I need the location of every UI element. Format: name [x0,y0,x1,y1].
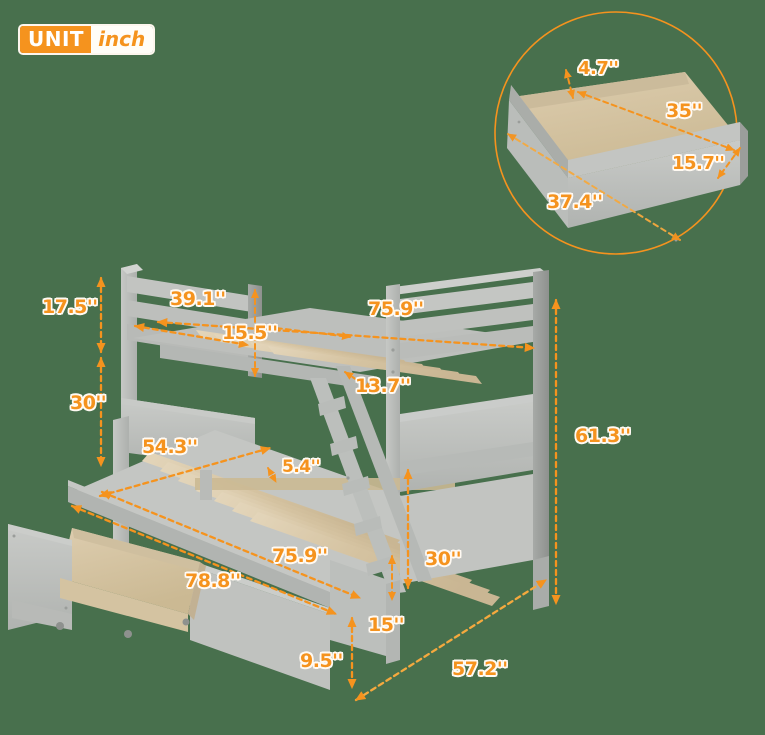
dimension-label-lower-bunk-length: 75.9'' [272,545,328,567]
dimline-slat-5_4 [267,467,277,483]
dimline-upper-13_7 [344,371,373,391]
logo-inch-text: inch [91,26,154,53]
dimline-drawer-outer [507,133,681,241]
dimension-label-depth: 4.7'' [578,58,619,79]
dimension-label-lower-bunk-width: 54.3'' [142,436,198,458]
dimension-label-width: 15.7'' [672,153,725,174]
dimension-label-overall-height: 61.3'' [575,425,631,447]
dimension-label-drawer-clearance: 9.5'' [300,650,343,672]
dimension-label-length: 35'' [666,100,703,122]
dimension-label-overall-length: 78.8'' [185,570,241,592]
dimension-label-upper-bunk-length: 75.9'' [368,298,424,320]
dimension-label-under-bed-clearance: 15'' [368,614,405,636]
dimension-label-upper-slat-span: 15.5'' [222,322,278,344]
dimline-upper-length [156,318,536,352]
dimline-lower-width [98,446,272,498]
logo-unit-text: UNIT [20,26,92,53]
dimension-label-slat-spacing: 5.4'' [282,457,321,477]
dimline-drawer-width [717,147,741,179]
dimline-overall-length [70,504,338,616]
dimension-label-upper-bunk-clearance: 30'' [70,392,107,414]
dimline-drawer-depth [564,69,575,99]
dimension-label-upper-bunk-width: 39.1'' [170,288,226,310]
dimension-label-guardrail-height: 17.5'' [42,296,98,318]
dimension-label-overall-width: 57.2'' [452,658,508,680]
dimension-label-upper-overhang: 13.7'' [355,375,411,397]
unit-inch-logo: UNIT inch [20,26,154,53]
dimension-label-footboard-height: 30'' [425,548,462,570]
dimension-label-outer: 37.4'' [547,191,603,213]
dimline-drawer-length [577,91,735,151]
dimline-overall-width [354,578,548,702]
